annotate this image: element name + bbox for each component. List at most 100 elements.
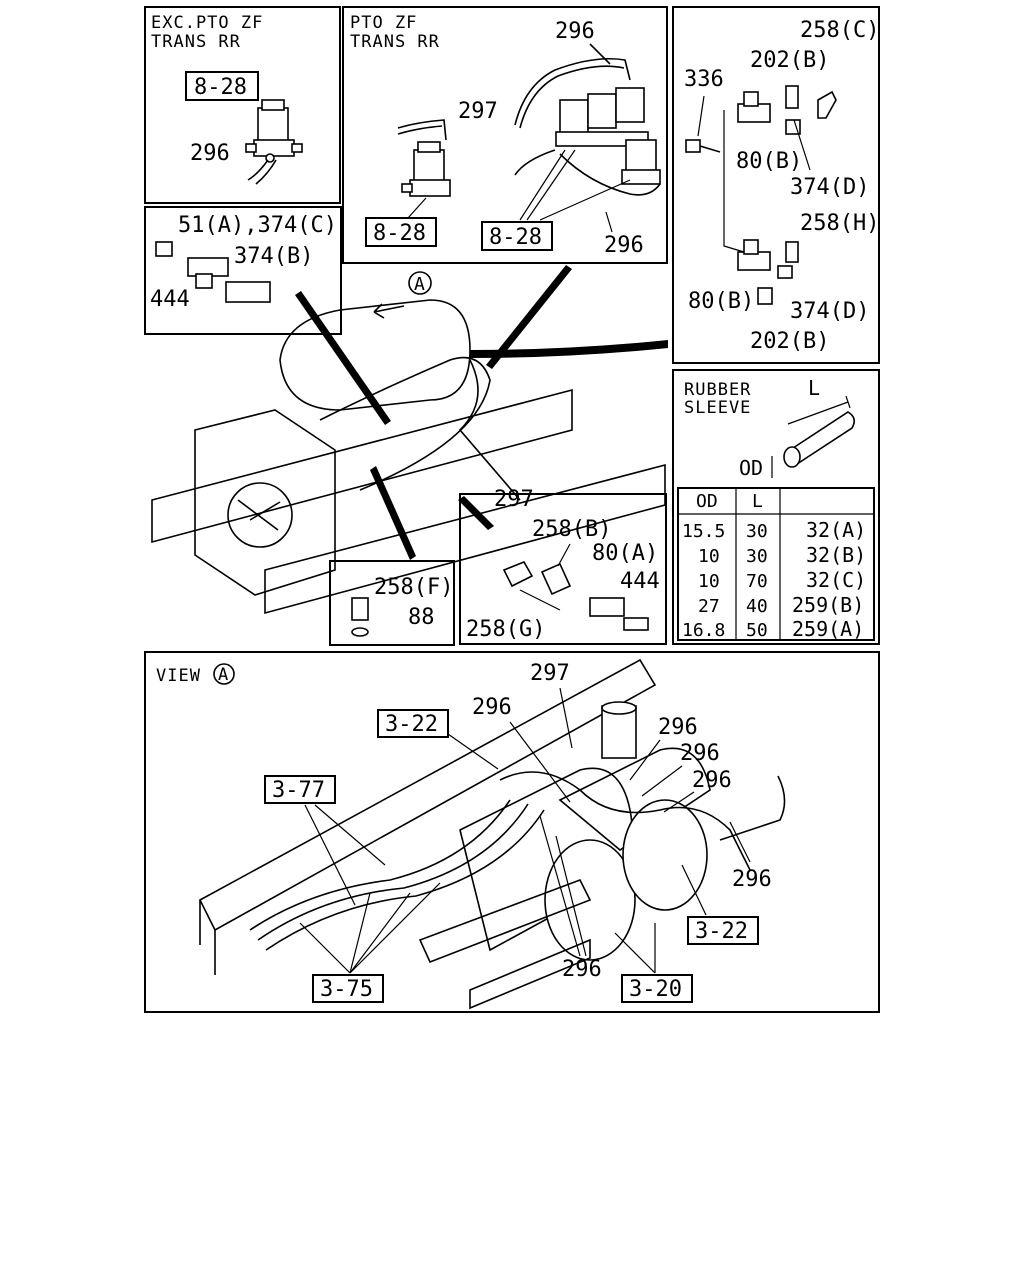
sleeve-dim-od: OD <box>739 456 763 480</box>
elbow-part-444: 444 <box>620 569 660 594</box>
panel-pto: PTO ZF TRANS RR 296 297 8-28 8-28 29 <box>342 6 668 264</box>
tee-part-51: 51(A),374(C) <box>178 213 337 238</box>
fitting-80b-top: 80(B) <box>736 149 802 174</box>
solenoid-valve-icon <box>245 99 303 163</box>
bolt-icon <box>155 241 173 257</box>
fitting-202b-bottom: 202(B) <box>750 329 829 354</box>
hose-icon <box>514 57 631 129</box>
cell-od: 27 <box>698 596 720 617</box>
view-a-title: VIEW <box>156 666 201 686</box>
cell-part: 259(B) <box>792 593 864 617</box>
nipple-fitting-icon <box>785 241 799 263</box>
table-row: 10 70 32(C) <box>698 568 866 592</box>
pto-part-296-bottom: 296 <box>604 233 644 258</box>
view-part-296-f: 296 <box>562 957 602 982</box>
view-ref-3-75: 3-75 <box>320 977 373 1002</box>
view-part-296-b: 296 <box>658 715 698 740</box>
transmission-flange-icon <box>227 482 293 548</box>
exc-pto-ref: 8-28 <box>194 75 247 100</box>
bolt-icon <box>623 617 649 631</box>
sleeve-dim-l: L <box>808 376 820 400</box>
cell-part: 32(A) <box>806 518 866 542</box>
view-ref-3-22-right: 3-22 <box>695 919 748 944</box>
small-part-258f: 258(F) <box>374 575 453 600</box>
fitting-80b-bottom: 80(B) <box>688 289 754 314</box>
panel-view-a: VIEW A 3-22 3-77 3-75 <box>144 651 880 1013</box>
cell-l: 70 <box>746 571 768 592</box>
view-ref-3-20: 3-20 <box>629 977 682 1002</box>
pto-ref-right: 8-28 <box>489 225 542 250</box>
elbow-fitting-icon <box>502 560 572 596</box>
view-marker: A <box>414 274 425 295</box>
panel-small: 258(F) 88 <box>329 560 455 646</box>
pto-part-296-top: 296 <box>555 19 595 44</box>
elbow-part-258g: 258(G) <box>466 617 545 642</box>
cell-od: 16.8 <box>682 620 725 641</box>
tee-part-374b: 374(B) <box>234 244 313 269</box>
elbow-part-80a: 80(A) <box>592 541 658 566</box>
panel-tee: 51(A),374(C) 374(B) 444 <box>144 206 342 335</box>
rubber-sleeve-icon <box>783 411 856 468</box>
fitting-374d-top: 374(D) <box>790 175 869 200</box>
sleeve-icon <box>225 281 271 303</box>
pto-part-297: 297 <box>458 99 498 124</box>
tee-part-444: 444 <box>150 287 190 312</box>
valve-bank-icon <box>555 87 661 185</box>
cell-part: 32(B) <box>806 543 866 567</box>
table-header-od: OD <box>696 491 718 512</box>
pto-ref-left: 8-28 <box>373 221 426 246</box>
exc-pto-title-2: TRANS RR <box>151 32 241 52</box>
cell-l: 30 <box>746 521 768 542</box>
nipple-fitting-icon <box>351 597 369 621</box>
sleeve-title-2: SLEEVE <box>684 398 751 418</box>
view-part-296-e: 296 <box>732 867 772 892</box>
cell-l: 40 <box>746 596 768 617</box>
cell-l: 50 <box>746 620 768 641</box>
view-part-296-d: 296 <box>692 768 732 793</box>
tee-fitting-icon <box>589 597 625 617</box>
main-part-297: 297 <box>494 487 534 512</box>
cell-od: 10 <box>698 571 720 592</box>
exc-pto-part-296: 296 <box>190 141 230 166</box>
exc-pto-title-1: EXC.PTO ZF <box>151 13 263 33</box>
fitting-336: 336 <box>684 67 724 92</box>
nipple-fitting-icon <box>785 85 799 109</box>
panel-fittings: 258(C) 202(B) 336 80(B) 374(D) 258(H) 80 <box>672 6 880 364</box>
cell-l: 30 <box>746 546 768 567</box>
sleeve-title-1: RUBBER <box>684 380 751 400</box>
fitting-258c: 258(C) <box>800 18 879 43</box>
hose-icon <box>247 159 277 185</box>
view-arrow-icon <box>373 303 405 319</box>
cell-part: 259(A) <box>792 617 864 641</box>
tee-fitting-icon <box>737 91 771 123</box>
table-row: 27 40 259(B) <box>698 593 864 617</box>
pto-title-2: TRANS RR <box>350 32 440 52</box>
washer-icon <box>351 627 369 637</box>
elbow-part-258b: 258(B) <box>532 517 611 542</box>
panel-rubber-sleeve: RUBBER SLEEVE L OD OD L 15.5 30 32(A) 10… <box>672 369 880 645</box>
tee-fitting-icon <box>737 239 771 271</box>
fitting-374d-bottom: 374(D) <box>790 299 869 324</box>
fitting-icon <box>777 265 793 279</box>
hose-icon <box>514 149 661 196</box>
view-part-296-c: 296 <box>680 741 720 766</box>
table-row: 10 30 32(B) <box>698 543 866 567</box>
panel-exc-pto: EXC.PTO ZF TRANS RR 8-28 296 <box>144 6 341 204</box>
air-tank-icon <box>558 747 711 911</box>
sleeve-table: OD L 15.5 30 32(A) 10 30 32(B) 10 70 32(… <box>677 487 875 641</box>
view-a-marker: A <box>218 665 229 685</box>
bolt-icon <box>685 139 721 153</box>
view-ref-3-77: 3-77 <box>272 778 325 803</box>
view-part-296-a: 296 <box>472 695 512 720</box>
fitting-258h: 258(H) <box>800 211 879 236</box>
small-part-88: 88 <box>408 605 435 630</box>
fitting-icon <box>757 287 773 305</box>
cell-part: 32(C) <box>806 568 866 592</box>
hose-icon <box>397 119 447 141</box>
fitting-202b-top: 202(B) <box>750 48 829 73</box>
cell-od: 15.5 <box>682 521 725 542</box>
solenoid-valve-icon <box>401 141 451 197</box>
panel-elbow: 258(B) 80(A) 444 258(G) <box>459 493 667 645</box>
table-row: 16.8 50 259(A) <box>682 617 864 641</box>
